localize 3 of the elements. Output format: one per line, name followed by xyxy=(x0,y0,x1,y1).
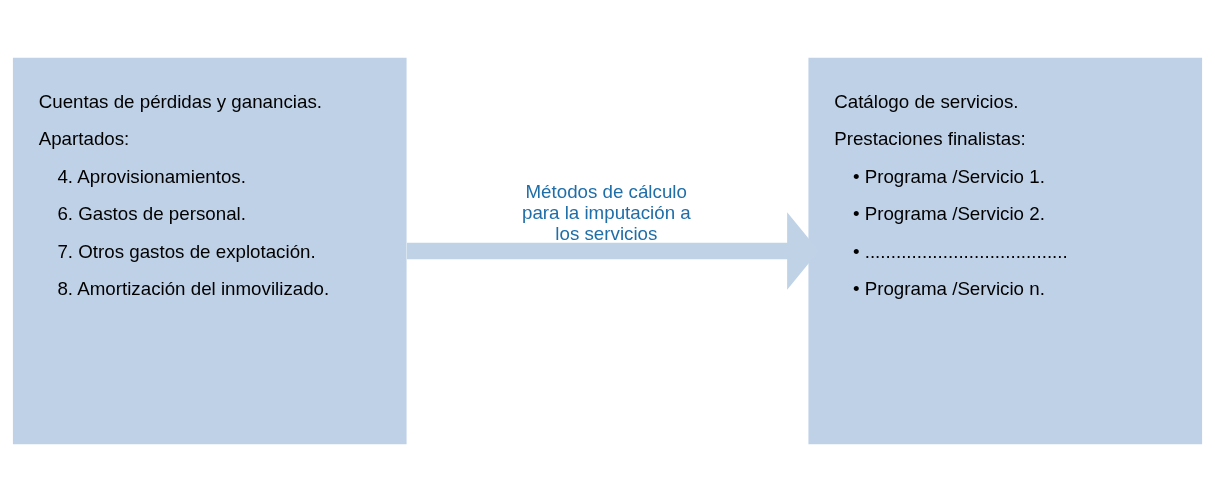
edge-label: Métodos de cálculo para la imputación a los servicios xyxy=(521,181,691,245)
node-box: Cuentas de pérdidas y ganancias. Apartados: 4. Aprovisionamientos. 6. Gastos de personal. 7. Otros gastos de explotación. 8. Amortización del inmovilizado. xyxy=(12,57,407,445)
node-box: Catálogo de servicios. Prestaciones finalistas: • Programa /Servicio 1. • Programa /Servicio 2. • ....................................... • Programa /Servicio n. xyxy=(808,57,1203,445)
